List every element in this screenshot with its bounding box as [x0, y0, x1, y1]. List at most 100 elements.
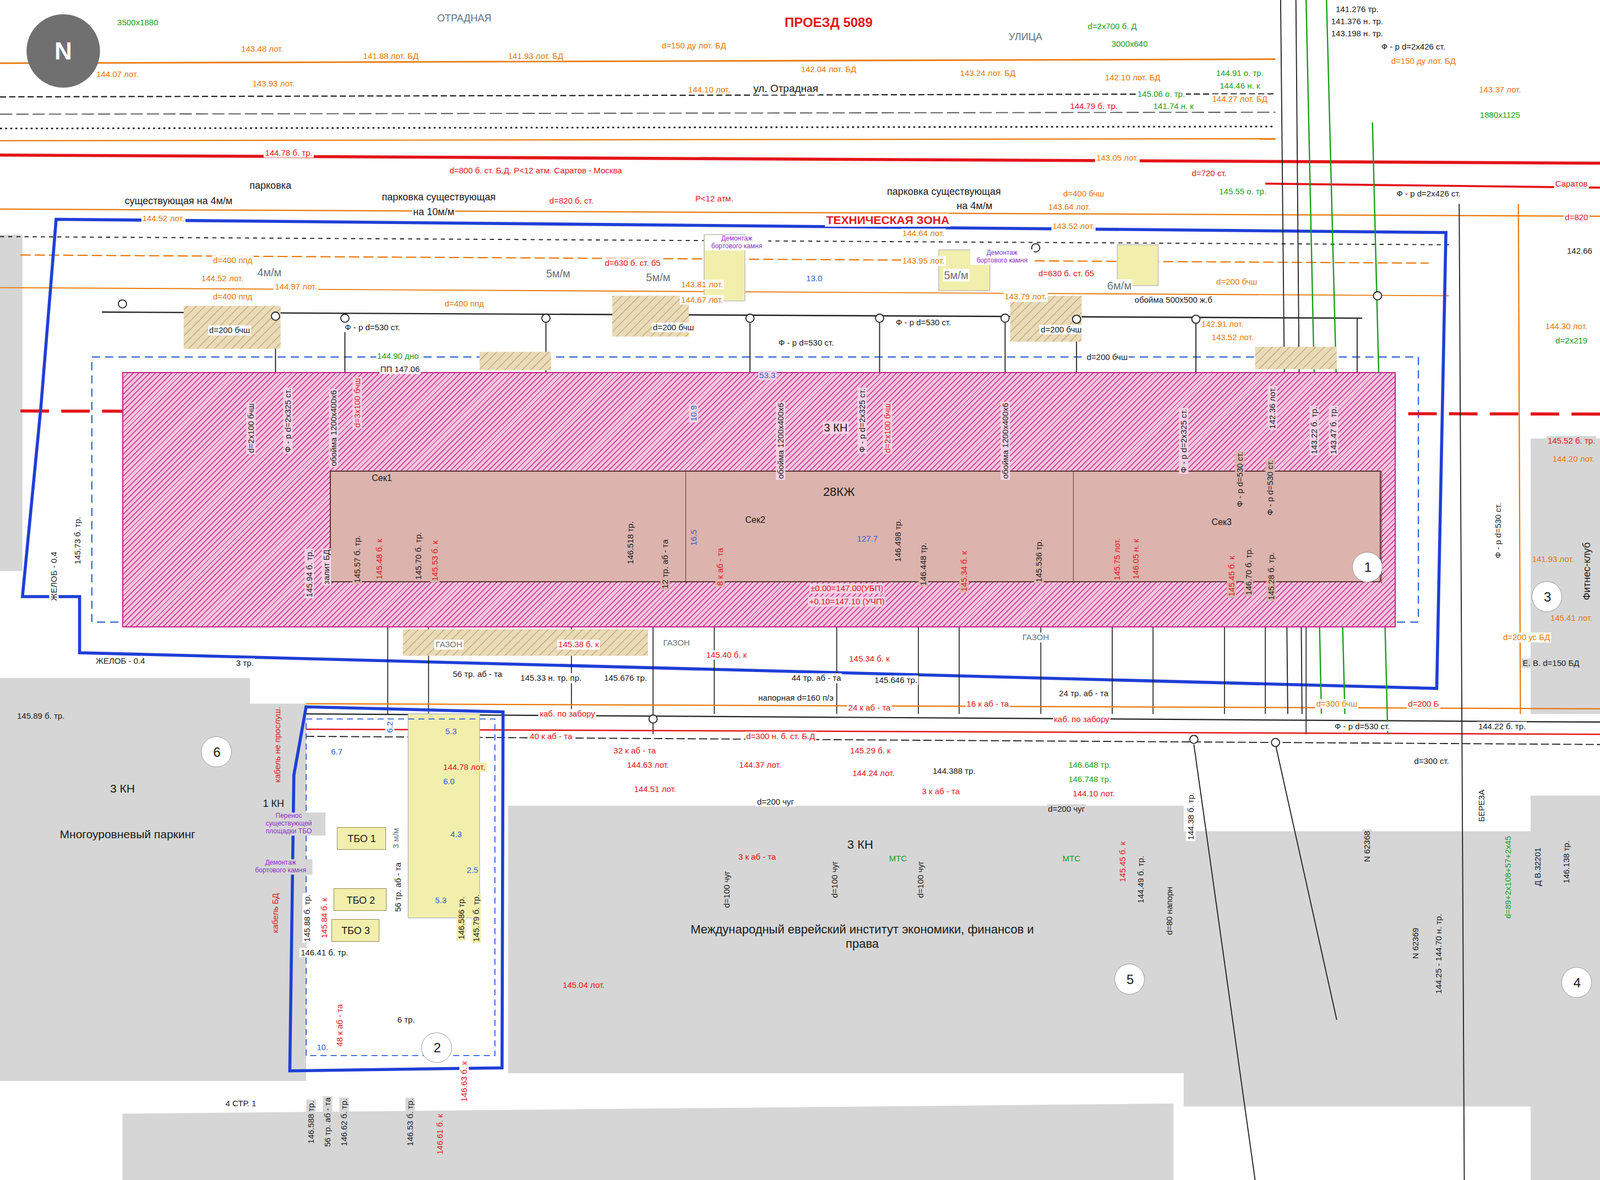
plan-label: 145.84 б. к [319, 896, 330, 940]
plan-label: парковка существующая [381, 191, 498, 203]
plan-label: 143.93 лот. [251, 78, 296, 89]
callout-circle: 3 [1531, 581, 1563, 613]
waste-site-label: ТБО 1 [346, 833, 378, 846]
plan-label: БЕРЕЗА [1476, 788, 1487, 824]
callout-circle: 6 [200, 736, 232, 768]
plan-label: 6 тр. [396, 1015, 417, 1026]
plan-label: 146.138 тр. [1561, 839, 1571, 885]
plan-label: 144.64 лот. [901, 229, 946, 239]
gas-main [1265, 183, 1600, 188]
plan-label: d=400 ппд [443, 299, 486, 309]
plan-label: ±0.00=147.00(УБП) [809, 584, 885, 594]
utility-line [0, 138, 1276, 141]
plan-label: d=150 ду лот. БД [660, 41, 728, 51]
plan-label: 3 к аб - та [920, 787, 961, 797]
site-boundary [289, 706, 503, 1072]
plan-label: N [53, 36, 74, 65]
plan-label: 144.52 лот. [200, 273, 245, 284]
gas-main [0, 155, 1600, 164]
waste-site-box: ТБО 2 [333, 888, 387, 912]
manhole [1192, 315, 1201, 324]
plan-label: d=2х219 [1554, 335, 1589, 346]
plan-label: 144.52 лот. [140, 213, 185, 223]
plan-label: Ф - р d=530 ст. [777, 338, 835, 348]
plan-label: 144.38 б. тр. [1185, 791, 1196, 841]
plan-label: d=150 ду лот. БД [1390, 56, 1457, 67]
plan-label: Ф - р d=530 ст. [1265, 459, 1276, 517]
building-name: Многоуровневый паркинг [58, 828, 197, 842]
existing-building [0, 234, 23, 572]
plan-label: d=100 чуг [915, 860, 925, 900]
plan-label: 145.676 тр. [602, 673, 649, 684]
plan-label: 143.81 лот. [679, 279, 725, 290]
plan-label: 144.97 лот. [273, 281, 318, 292]
plan-label: 144.20 лот. [1551, 454, 1596, 464]
plan-label: обойма 1200х400х6 [328, 389, 339, 468]
plan-label: 141.93 лот. [1531, 554, 1576, 564]
section-label: Сек2 [744, 515, 767, 526]
plan-label: ЖЕЛОБ - 0.4 [49, 550, 59, 602]
plan-label: ГАЗОН [434, 640, 464, 650]
plan-label: 146.62 б. тр. [339, 1097, 349, 1147]
plan-label: 145.75 лот. [1112, 536, 1123, 581]
plan-label: 143.64 лот. [1047, 202, 1092, 212]
paving-hatch [403, 629, 649, 656]
building-label: 28КЖ [822, 485, 857, 499]
plan-label: d=400 бчш [1062, 189, 1106, 199]
building-name: Международный еврейский институт экономи… [682, 922, 1043, 951]
plan-label: кабель не прослуш. [272, 705, 282, 785]
plan-label: Ф - р d=2х325 ст. [1178, 407, 1189, 474]
setback-line [306, 719, 495, 1057]
plan-label: 146.70 б. тр. [1244, 546, 1254, 597]
plan-label: 146.586 тр. [456, 895, 466, 941]
plan-label: 5м/м [545, 267, 572, 280]
plan-label: 145.33 н. тр. пр. [519, 673, 583, 684]
callout-number: 4 [1572, 975, 1582, 992]
plan-label: 145.646 тр. [873, 676, 919, 686]
plan-label: 144.30 лот. [1544, 321, 1589, 331]
plan-label: d=200 бчш [1039, 324, 1083, 335]
manhole [1072, 315, 1081, 324]
plan-label: 145.38 б. к [557, 640, 601, 650]
plan-label: 142.91 лот. [1200, 319, 1245, 330]
plan-label: d=200 бчш [208, 325, 252, 336]
plan-label: d=300 н. б. ст. Б.Д [744, 731, 816, 742]
plan-label: 145.48 б. к [374, 537, 385, 581]
utility-line [306, 704, 1600, 710]
plan-label: d=400 ппд [211, 292, 254, 302]
plan-label: 6м/м [1106, 279, 1133, 292]
plan-label: обойма 1200х400х6 [1000, 401, 1010, 481]
plan-label: d=800 б. ст. Б.Д. Р<12 атм. Саратов - Мо… [448, 165, 623, 176]
plan-label: ГАЗОН [662, 638, 691, 648]
road-edge [0, 126, 1276, 129]
plan-label: 144.51 лот. [633, 785, 678, 795]
plan-label: 12 тр. аб - та [660, 538, 671, 591]
plan-label: 10.9 [689, 404, 699, 423]
plan-label: d=200 ус БД [1501, 633, 1551, 643]
plan-label: 144.388 тр. [931, 766, 977, 776]
plan-label: каб. по забору [538, 709, 597, 720]
plan-label: обойма 1200х400х6 [775, 401, 786, 481]
plan-label: 143.22 б. тр. [1309, 405, 1319, 456]
plan-label: 3 тр. [235, 658, 255, 668]
plan-label: 144.79 б. тр. [1069, 101, 1119, 111]
cable-line [306, 729, 1600, 735]
plan-label: 144.22 б. тр. [1477, 721, 1527, 732]
plan-label: +0.10=147.10 (УЧП) [808, 597, 886, 607]
plan-label: 16.5 [689, 528, 699, 547]
plan-label: ПП 147.06 [379, 364, 422, 374]
plan-label: 144.07 лот. [95, 69, 140, 80]
manhole [1000, 314, 1010, 323]
plan-label: 144.63 лот. [626, 760, 671, 770]
manhole [1189, 735, 1199, 744]
plan-label: Е. В. d=150 БД [1521, 658, 1581, 668]
callout-number: 1 [1363, 560, 1373, 576]
site-boundary [22, 219, 1446, 689]
plan-label: существующая на 4м/м [123, 195, 234, 208]
callout-circle: 2 [421, 1032, 453, 1064]
plan-label: d=400 ппд [211, 255, 254, 265]
plan-label: 53.3 [758, 370, 777, 380]
plan-label: Ф - р d=530 ст. [1493, 502, 1503, 560]
parking-pad [407, 714, 480, 919]
